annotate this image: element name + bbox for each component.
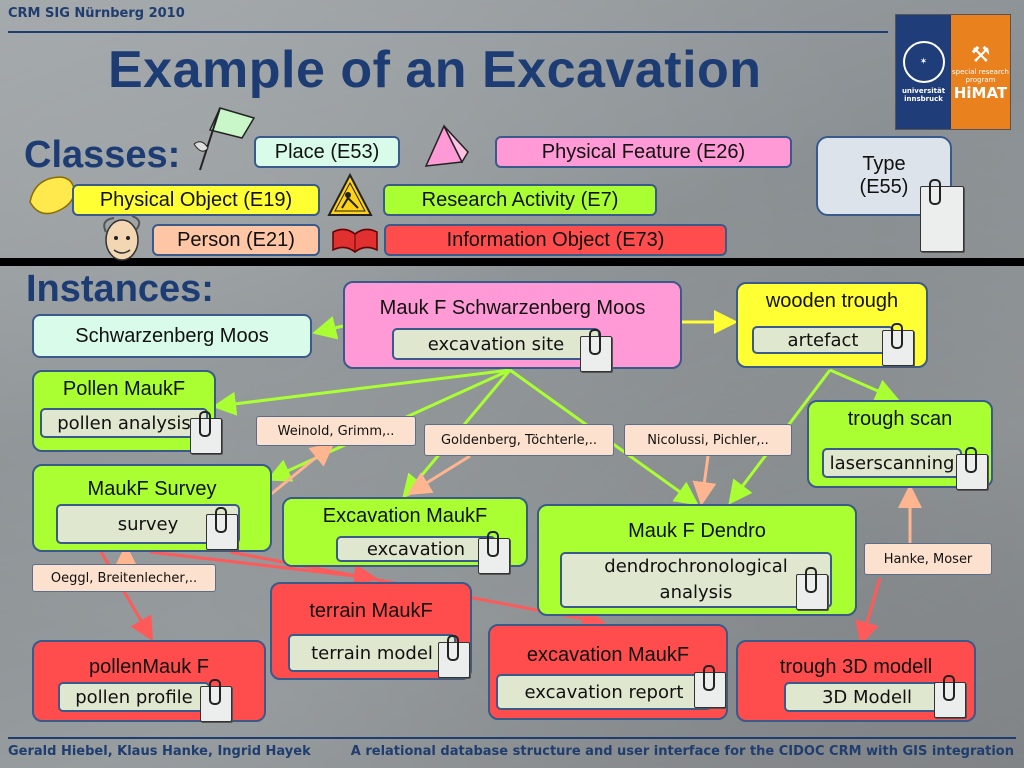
note-clip-icon [478,531,510,574]
note-clip-icon [694,665,726,708]
instance-exc-report-type: excavation report [496,674,712,710]
arrow-site-to-pollen [212,368,511,416]
note-clip-icon [438,635,470,678]
note-clip-icon [934,675,966,718]
instance-terrain-type: terrain model [288,634,456,672]
logo-program: special research program [952,67,1009,84]
conference-header: CRM SIG Nürnberg 2010 [8,6,185,21]
note-clip-icon [200,679,232,722]
paperclip-note-icon [920,179,964,252]
class-information-object: Information Object (E73) [384,224,727,256]
person-weinold-grimm: Weinold, Grimm,.. [256,416,416,446]
note-clip-icon [882,323,914,366]
arrow-goldenberg [406,454,471,496]
open-book-icon [332,228,378,253]
classes-heading: Classes: [24,134,181,176]
note-clip-icon [956,447,988,490]
instance-excavation-name: Excavation MaukF [322,505,488,527]
himat-logo: ✶ universität innsbruck ⚒ special resear… [895,14,1011,130]
logo-brand: HiMAT [953,83,1008,102]
note-clip-icon [190,411,222,454]
university-seal-panel: ✶ universität innsbruck [896,15,951,129]
class-physical-feature: Physical Feature (E26) [495,136,792,168]
header-rule [8,31,888,33]
class-place: Place (E53) [254,136,400,168]
himat-flag-icon [193,107,256,171]
section-divider [0,258,1024,266]
class-research-activity: Research Activity (E7) [383,184,657,216]
instance-survey-name: MaukF Survey [87,478,217,500]
class-type: Type (E55) [816,136,952,216]
footer-paper-title: A relational database structure and user… [350,744,1014,759]
person-goldenberg-toechterle: Goldenberg, Töchterle,.. [424,424,614,456]
logo-university: universität innsbruck [901,87,946,103]
pyramid-icon [424,124,469,167]
instance-scan-type: laserscanning [822,448,962,478]
arrow-weinold [269,442,335,497]
class-physical-object: Physical Object (E19) [72,184,320,216]
instance-dendro-type: dendrochronological analysis [560,552,832,608]
instance-mauk-site-type: excavation site [392,328,600,360]
instance-dendro-name: Mauk F Dendro [628,520,766,542]
arrow-trough-to-scan [829,368,900,402]
instance-dendro-type-line2: analysis [659,582,733,603]
footer-rule [8,737,1016,739]
himat-panel: ⚒ special research program HiMAT [951,15,1010,129]
instances-heading: Instances: [26,268,214,310]
note-clip-icon [796,567,828,610]
arrow-scan-to-model [855,577,882,646]
class-type-line1: Type [862,153,906,175]
person-hanke-moser: Hanke, Moser [864,543,992,575]
instance-scan-name: trough scan [847,408,953,430]
arrow-site-to-place [312,316,344,340]
footer-authors: Gerald Hiebel, Klaus Hanke, Ingrid Hayek [8,744,311,759]
instance-schwarzenberg-moos: Schwarzenberg Moos [32,314,312,358]
person-oeggl-breitenlecher: Oeggl, Breitenlecher,.. [32,564,216,592]
slide-title: Example of an Excavation [108,41,762,99]
person-nicolussi-pichler: Nicolussi, Pichler,.. [624,424,792,456]
instance-terrain-name: terrain MaukF [309,600,433,622]
instance-trough-model-name: trough 3D modell [779,656,933,678]
instance-pollen-name: Pollen MaukF [62,378,186,400]
note-clip-icon [580,329,612,372]
instance-trough-model-type: 3D Modell [784,682,950,712]
tools-icon: ⚒ [970,42,991,68]
note-clip-icon [206,507,238,550]
instance-wooden-trough-name: wooden trough [765,290,899,312]
instance-wooden-trough-type: artefact [752,326,894,354]
instance-mauk-site-name: Mauk F Schwarzenberg Moos [379,297,646,319]
instance-pollen-type: pollen analysis [40,408,208,438]
construction-sign-icon [327,172,373,216]
seal-icon: ✶ [902,41,945,83]
instance-pollen-profile-type: pollen profile [58,682,210,712]
instance-dendro-type-line1: dendrochronological [604,556,788,577]
arrow-nicolussi [692,455,717,506]
person-portrait-icon [103,215,141,261]
instance-excavation-type: excavation [336,536,496,562]
class-person: Person (E21) [152,224,320,256]
instance-exc-report-name: excavation MaukF [526,644,690,666]
class-type-line2: (E55) [859,176,909,198]
instance-pollen-profile-name: pollenMauk F [88,656,210,678]
arrow-survey-to-terrain [149,550,378,588]
